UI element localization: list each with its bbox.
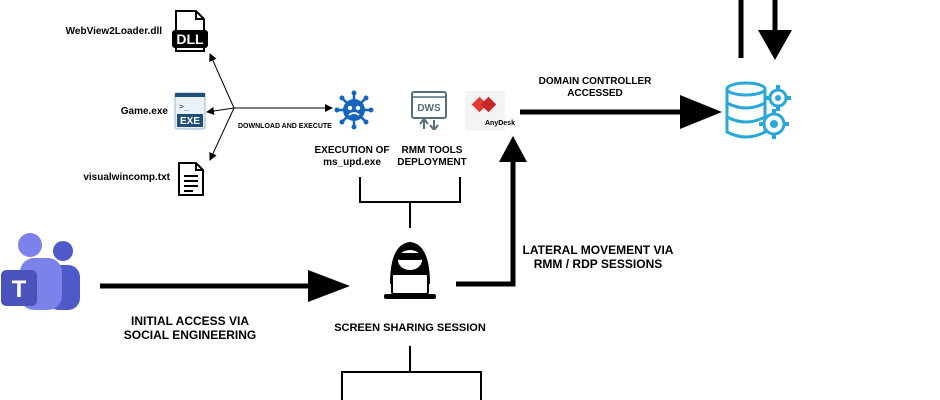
arrow-to-txt: [209, 107, 235, 161]
microsoft-teams-icon: T: [1, 233, 80, 310]
download-arrows: [206, 53, 333, 161]
virus-icon: [334, 90, 374, 130]
anydesk-label: AnyDesk: [485, 120, 515, 127]
teams-letter: T: [12, 276, 27, 303]
domain-label-line1: DOMAIN CONTROLLER: [538, 76, 652, 87]
initial-label-line1: INITIAL ACCESS VIA: [130, 314, 250, 328]
dws-badge: DWS: [417, 103, 441, 114]
hacker-icon: [384, 242, 436, 299]
initial-access-arrow: [100, 270, 350, 302]
exe-file-icon: >_ EXE: [174, 92, 206, 130]
exe-prompt: >_: [179, 102, 189, 111]
anydesk-icon: AnyDesk: [465, 91, 515, 131]
gear-icon: [759, 109, 789, 139]
dll-file-icon: DLL: [172, 10, 208, 52]
lateral-movement-arrow: [456, 136, 527, 287]
domain-controller-database-icon: [725, 81, 791, 139]
exe-file-label: Game.exe: [120, 106, 168, 117]
top-down-arrow-head: [758, 30, 792, 60]
rmm-label-line2: DEPLOYMENT: [397, 157, 467, 168]
arrow-to-dll: [209, 53, 235, 109]
rmm-label-line1: RMM TOOLS: [401, 145, 463, 156]
lower-bracket: [341, 346, 482, 400]
execution-label-line1: EXECUTION OF: [314, 145, 390, 156]
anydesk-logo-icon: [471, 96, 497, 113]
arrow-to-exe: [206, 107, 235, 115]
gear-icon: [765, 85, 791, 111]
top-connector-group: [738, 0, 792, 60]
txt-file-label: visualwincomp.txt: [83, 172, 170, 183]
screen-sharing-label: SCREEN SHARING SESSION: [334, 322, 486, 334]
exe-badge: EXE: [180, 116, 200, 127]
domain-label-line2: ACCESSED: [567, 88, 623, 99]
dws-tool-icon: DWS: [411, 91, 447, 130]
lateral-label-line1: LATERAL MOVEMENT VIA: [522, 243, 674, 257]
text-file-icon: [178, 162, 204, 196]
initial-label-line2: SOCIAL ENGINEERING: [123, 328, 257, 342]
dll-badge: DLL: [176, 31, 204, 47]
download-execute-label: DOWNLOAD AND EXECUTE: [238, 123, 332, 130]
dll-file-label: WebView2Loader.dll: [65, 26, 162, 37]
domain-controller-arrow: [520, 95, 722, 129]
lateral-label-line2: RMM / RDP SESSIONS: [533, 257, 663, 271]
execution-label-line2: ms_upd.exe: [323, 157, 381, 168]
upper-bracket: [359, 177, 461, 228]
